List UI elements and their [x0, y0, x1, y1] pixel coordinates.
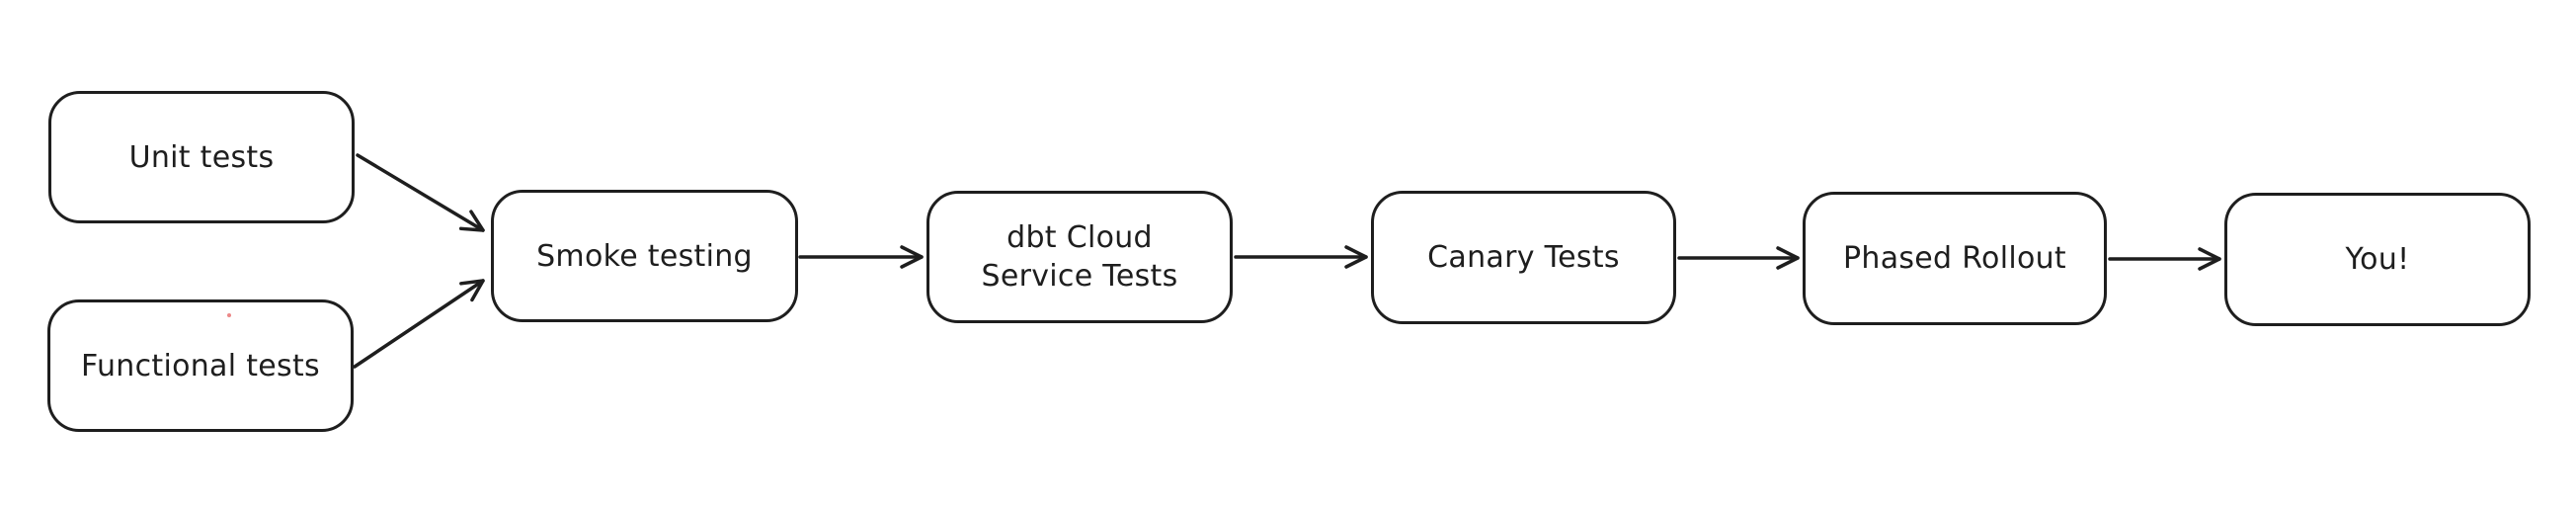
- node-canary-tests: Canary Tests: [1371, 191, 1676, 324]
- node-phased-rollout: Phased Rollout: [1803, 192, 2107, 325]
- node-you: You!: [2224, 193, 2531, 326]
- node-label: Canary Tests: [1427, 240, 1620, 275]
- node-label: Unit tests: [128, 139, 275, 175]
- node-label: dbt Cloud Service Tests: [981, 220, 1178, 294]
- node-unit-tests: Unit tests: [48, 91, 355, 223]
- node-smoke-testing: Smoke testing: [491, 190, 798, 322]
- node-label: Phased Rollout: [1842, 241, 2066, 276]
- node-dbt-cloud-service-tests: dbt Cloud Service Tests: [926, 191, 1233, 323]
- node-label: You!: [2345, 242, 2410, 277]
- edge-functional-tests-to-smoke-testing: [353, 279, 485, 369]
- node-label: Smoke testing: [536, 238, 753, 274]
- node-label: Functional tests: [81, 348, 320, 383]
- edge-unit-tests-to-smoke-testing: [356, 153, 485, 232]
- node-functional-tests: Functional tests: [47, 299, 354, 432]
- stray-red-dot: [227, 313, 231, 317]
